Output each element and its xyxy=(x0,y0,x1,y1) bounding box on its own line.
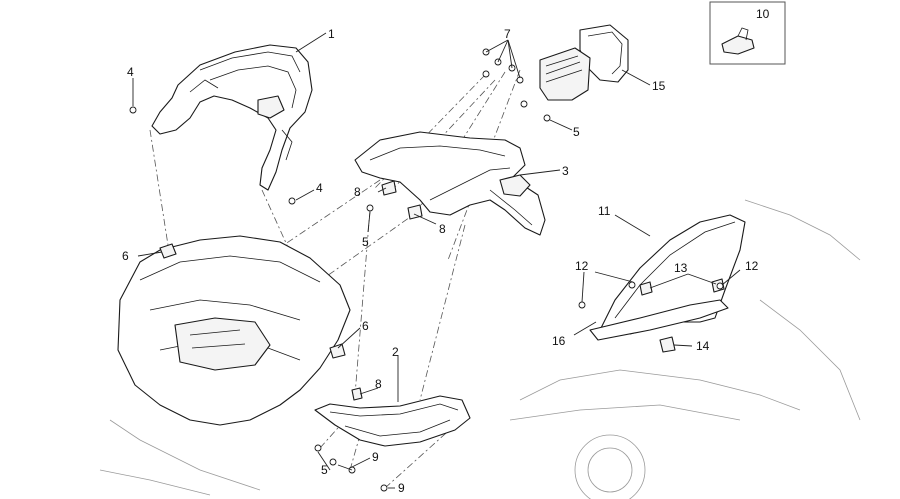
part-2-lower-bracket xyxy=(314,395,471,447)
part-1-seat-cover xyxy=(151,44,313,191)
callout-14: 14 xyxy=(696,339,710,353)
part-11-rear-hugger xyxy=(509,199,861,499)
callout-5: 5 xyxy=(362,235,369,249)
callout-6: 6 xyxy=(362,319,369,333)
callout-8: 8 xyxy=(439,222,446,236)
callout-9: 9 xyxy=(398,481,405,495)
part-3-tail-mudguard xyxy=(354,131,546,236)
part-10-inset xyxy=(709,1,786,65)
callout-5: 5 xyxy=(573,125,580,139)
callout-1: 1 xyxy=(328,27,335,41)
callout-16: 16 xyxy=(552,334,566,348)
callout-5: 5 xyxy=(321,463,328,477)
clips xyxy=(159,180,725,401)
callout-8: 8 xyxy=(354,185,361,199)
callout-15: 15 xyxy=(652,79,666,93)
callout-13: 13 xyxy=(674,261,688,275)
callout-2: 2 xyxy=(392,345,399,359)
callout-12: 12 xyxy=(575,259,589,273)
callout-10: 10 xyxy=(756,7,770,21)
callout-4: 4 xyxy=(316,181,323,195)
callout-6: 6 xyxy=(122,249,129,263)
callout-3: 3 xyxy=(562,164,569,178)
callout-numbers: 1 2 3 4 4 5 5 5 6 6 7 8 8 8 9 9 10 11 12… xyxy=(122,7,770,495)
rear-subframe xyxy=(99,235,351,496)
leader-lines xyxy=(132,32,741,489)
part-14-clip xyxy=(659,336,676,353)
callout-4: 4 xyxy=(127,65,134,79)
part-15-bracket xyxy=(539,24,629,101)
callout-8: 8 xyxy=(375,377,382,391)
callout-11: 11 xyxy=(598,204,611,218)
callout-7: 7 xyxy=(504,27,511,41)
callout-9: 9 xyxy=(372,450,379,464)
part-16-strip xyxy=(589,299,729,341)
callout-12: 12 xyxy=(745,259,759,273)
